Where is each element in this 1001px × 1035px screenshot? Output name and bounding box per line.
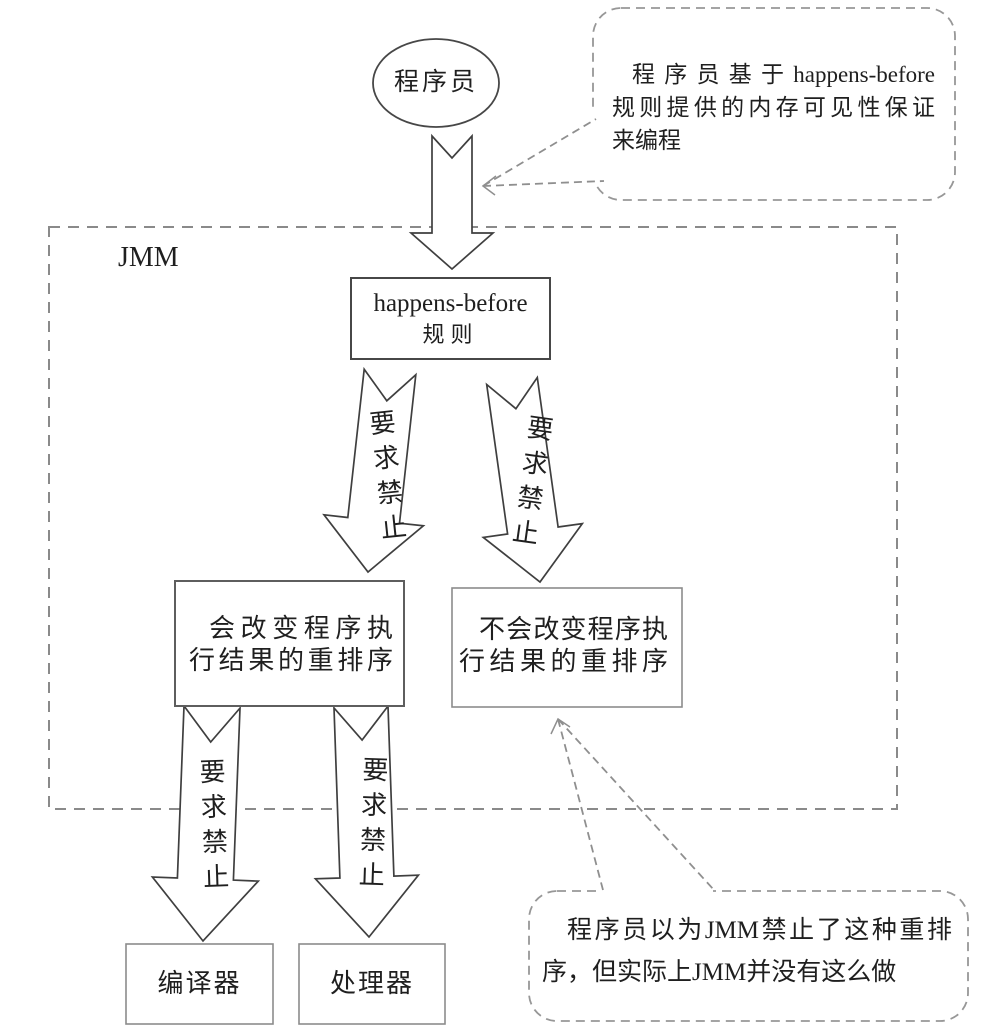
happens-before-line1: happens-before — [373, 290, 528, 318]
happens-before-text: happens-before 规则 — [351, 278, 550, 359]
bottom-callout-text: 程序员以为JMM禁止了这种重排 序，但实际上JMM并没有这么做 — [542, 910, 952, 994]
top-callout-bubble — [592, 7, 956, 201]
top-callout-tail-upper-line — [482, 118, 597, 187]
programmer-label: 程序员 — [393, 69, 478, 97]
processor-label: 处理器 — [329, 968, 414, 998]
arrow-programmer-to-happens-before — [408, 133, 496, 271]
top-callout-border-gap — [587, 112, 598, 186]
changes-result-line2: 行结果的重排序 — [189, 646, 393, 675]
bottom-callout-tail-left-line — [557, 718, 604, 891]
bottom-callout-tail-right-line — [557, 718, 715, 891]
jmm-boundary-box — [48, 226, 898, 810]
arrow-left-box-to-compiler — [150, 703, 261, 943]
bottom-callout-line2: 序，但实际上JMM并没有这么做 — [542, 959, 897, 986]
arrow-left-box-to-processor — [313, 703, 421, 939]
compiler-box — [125, 943, 274, 1025]
bottom-callout-bubble — [528, 890, 969, 1022]
arrow-caption-compiler: 要求禁止 — [195, 757, 230, 899]
processor-box — [298, 943, 446, 1025]
changes-result-text: 会改变程序执 行结果的重排序 — [189, 613, 393, 677]
happens-before-line2: 规则 — [422, 322, 479, 348]
arrow-hb-to-left-box — [322, 366, 426, 574]
changes-result-box — [174, 580, 405, 707]
top-callout-text: 程序员基于happens-before 规则提供的内存可见性保证 来编程 — [612, 58, 935, 157]
top-callout-tail-lower-line — [482, 180, 605, 187]
bottom-callout-border-gap — [599, 885, 713, 897]
top-callout-line3: 来编程 — [612, 128, 681, 153]
top-callout-line2: 规则提供的内存可见性保证 — [612, 95, 935, 120]
no-change-result-text: 不会改变程序执 行结果的重排序 — [459, 614, 668, 678]
bottom-callout-tail-tip-chevron — [550, 717, 571, 735]
no-change-result-line1: 不会改变程序执 — [479, 615, 668, 644]
programmer-ellipse — [372, 38, 500, 128]
happens-before-box — [350, 277, 551, 360]
arrow-caption-processor: 要求禁止 — [354, 755, 389, 897]
jmm-label: JMM — [118, 242, 179, 273]
arrow-hb-to-right-box — [481, 375, 585, 584]
bottom-callout-line1: 程序员以为JMM禁止了这种重排 — [567, 917, 952, 944]
no-change-result-line2: 行结果的重排序 — [459, 647, 668, 676]
no-change-result-box — [451, 587, 683, 708]
top-callout-line1: 程序员基于happens-before — [632, 62, 935, 87]
changes-result-line1: 会改变程序执 — [209, 614, 393, 643]
compiler-label: 编译器 — [157, 968, 242, 998]
top-callout-tail-tip-chevron — [481, 175, 497, 196]
